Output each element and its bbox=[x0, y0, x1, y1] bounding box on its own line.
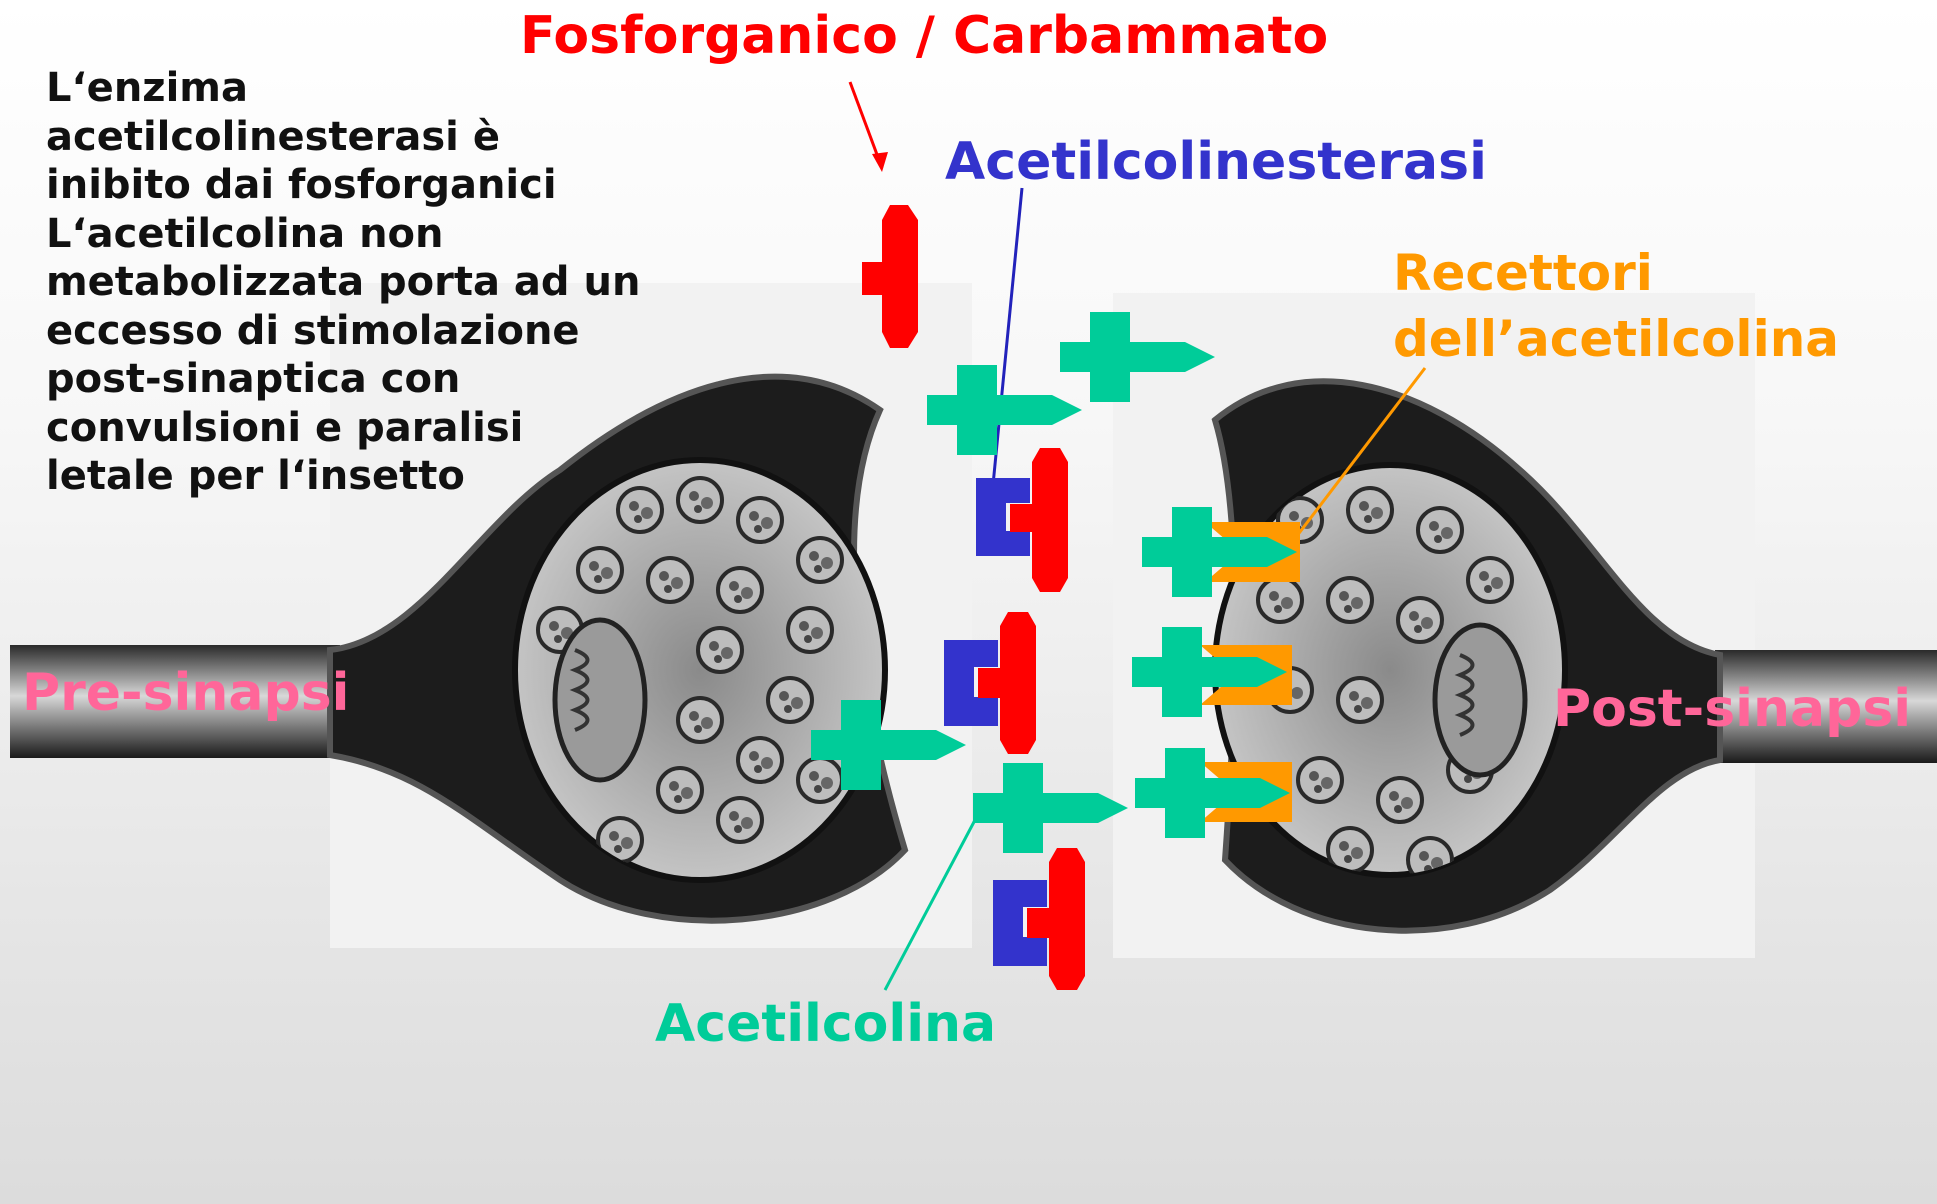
pre-synapse-label: Pre-sinapsi bbox=[22, 663, 350, 723]
post-synapse-terminal bbox=[1211, 378, 1937, 934]
description-line: convulsioni e paralisi bbox=[46, 404, 524, 451]
description-line: acetilcolinesterasi è bbox=[46, 113, 500, 160]
enzyme-pointer-line bbox=[991, 187, 1024, 486]
description-line: L‘acetilcolina non bbox=[46, 210, 444, 257]
description-text: L‘enzima acetilcolinesterasi è inibito d… bbox=[46, 64, 640, 501]
enzyme-inhibitor-complexes bbox=[862, 205, 1085, 990]
inhibitor-block-3 bbox=[1027, 848, 1085, 990]
pre-synapse-terminal bbox=[10, 373, 909, 924]
description-line: letale per l‘insetto bbox=[46, 453, 465, 499]
inhibitor-block-1 bbox=[1010, 448, 1068, 592]
inhibitor-pointer-arrowhead bbox=[872, 152, 888, 172]
description-line: L‘enzima bbox=[46, 65, 248, 111]
post-synapse-axon bbox=[1715, 650, 1937, 763]
acetylcholine-pointer-line bbox=[883, 819, 977, 991]
post-synapse-label: Post-sinapsi bbox=[1553, 679, 1912, 739]
acetylcholine-label: Acetilcolina bbox=[655, 994, 997, 1054]
complex-2 bbox=[944, 612, 1036, 754]
acetylcholine-7 bbox=[973, 763, 1128, 853]
pre-synapse-axon bbox=[10, 645, 340, 758]
description-line: eccesso di stimolazione bbox=[46, 307, 580, 354]
free-inhibitor-block bbox=[862, 205, 918, 348]
receptor-label-line-1: Recettori bbox=[1393, 244, 1653, 302]
enzyme-label: Acetilcolinesterasi bbox=[945, 132, 1487, 192]
post-synapse-vesicles bbox=[1256, 486, 1528, 875]
description-line: inibito dai fosforganici bbox=[46, 162, 557, 208]
description-line: metabolizzata porta ad un bbox=[46, 259, 641, 305]
inhibitor-label: Fosforganico / Carbammato bbox=[520, 6, 1329, 66]
receptor-pointer-line bbox=[1288, 367, 1427, 546]
complex-1 bbox=[976, 448, 1068, 592]
description-line: post-sinaptica con bbox=[46, 356, 461, 402]
receptor-label-line-2: dell’acetilcolina bbox=[1393, 310, 1840, 368]
pre-synapse-vesicles bbox=[536, 476, 844, 864]
complex-3 bbox=[993, 848, 1085, 990]
inhibitor-block-2 bbox=[978, 612, 1036, 754]
